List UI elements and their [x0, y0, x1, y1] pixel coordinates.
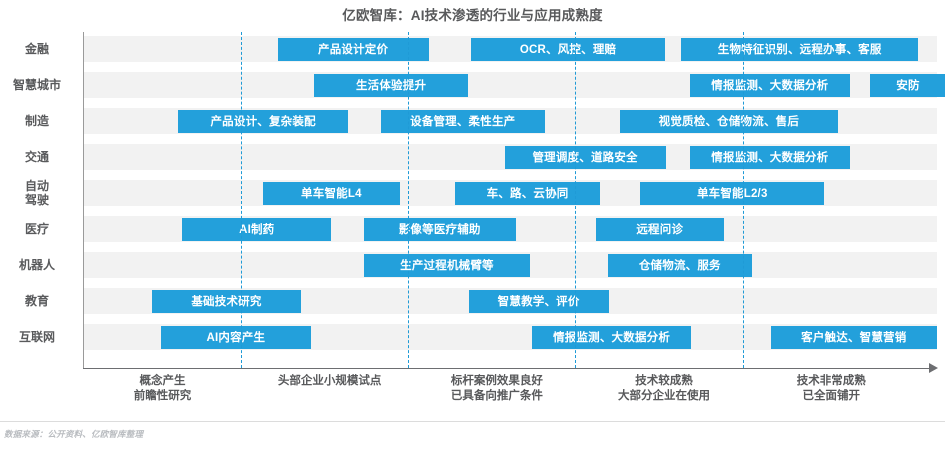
- stage-label-line: 大部分企业在使用: [618, 390, 711, 402]
- row-label-line: 制造: [24, 114, 49, 128]
- x-axis-arrow-icon: [929, 363, 938, 373]
- task-box[interactable]: 单车智能L4: [263, 181, 400, 205]
- task-box[interactable]: 车、路、云协同: [455, 181, 601, 205]
- row-label-line: 驾驶: [24, 193, 49, 207]
- stage-label-4: 技术较成熟大部分企业在使用: [584, 374, 744, 404]
- stage-label-line: 前瞻性研究: [133, 390, 192, 402]
- source-note: 数据来源：公开资料、亿欧智库整理: [4, 429, 144, 439]
- row-label-line: 机器人: [18, 258, 55, 272]
- stage-label-2: 头部企业小规模试点: [250, 374, 410, 389]
- zone-divider-1: [240, 32, 242, 368]
- task-box[interactable]: 远程问诊: [595, 217, 724, 241]
- task-box[interactable]: 单车智能L2/3: [640, 181, 825, 205]
- task-box[interactable]: 情报监测、大数据分析: [689, 73, 850, 97]
- task-box[interactable]: 生产过程机械臂等: [363, 253, 531, 277]
- task-box[interactable]: 仓储物流、服务: [607, 253, 752, 277]
- row-label-1: 金融: [0, 42, 74, 56]
- task-box[interactable]: OCR、风控、理赔: [471, 37, 665, 61]
- row-label-line: 互联网: [18, 330, 55, 344]
- row-label-line: 交通: [24, 150, 49, 164]
- y-axis-line: [83, 32, 84, 368]
- stage-label-5: 技术非常成熟已全面铺开: [751, 374, 911, 404]
- task-box[interactable]: 情报监测、大数据分析: [531, 325, 692, 349]
- page-title: 亿欧智库：AI技术渗透的行业与应用成熟度: [342, 8, 603, 23]
- row-label-4: 交通: [0, 150, 74, 164]
- task-box[interactable]: 设备管理、柔性生产: [380, 109, 545, 133]
- row-label-9: 互联网: [0, 330, 74, 344]
- task-box[interactable]: 产品设计、复杂装配: [177, 109, 349, 133]
- task-box[interactable]: 基础技术研究: [152, 289, 301, 313]
- row-label-7: 机器人: [0, 258, 74, 272]
- x-axis-line: [83, 368, 931, 369]
- zone-divider-3: [575, 32, 577, 368]
- stage-label-line: 技术非常成熟: [796, 375, 866, 387]
- stage-label-line: 标杆案例效果良好: [450, 375, 543, 387]
- stage-label-line: 技术较成熟: [635, 375, 693, 387]
- row-label-line: 金融: [24, 42, 49, 56]
- zone-divider-4: [742, 32, 744, 368]
- row-label-8: 教育: [0, 294, 74, 308]
- task-box[interactable]: 管理调度、道路安全: [504, 145, 666, 169]
- task-box[interactable]: 产品设计定价: [277, 37, 429, 61]
- stage-label-1: 概念产生前瞻性研究: [82, 374, 242, 404]
- stage-label-line: 已具备向推广条件: [450, 390, 543, 402]
- task-box[interactable]: 生物特征识别、远程办事、客服: [681, 37, 919, 61]
- row-label-2: 智慧城市: [0, 78, 74, 92]
- stage-label-3: 标杆案例效果良好已具备向推广条件: [417, 374, 577, 404]
- footer-divider: [0, 421, 945, 422]
- row-label-6: 医疗: [0, 222, 74, 236]
- task-box[interactable]: 情报监测、大数据分析: [689, 145, 850, 169]
- stage-label-line: 概念产生: [139, 375, 186, 387]
- task-box[interactable]: 安防: [870, 73, 945, 97]
- task-box[interactable]: 智慧教学、评价: [468, 289, 609, 313]
- task-box[interactable]: 视觉质检、仓储物流、售后: [619, 109, 839, 133]
- row-label-line: 教育: [24, 294, 49, 308]
- row-label-line: 医疗: [24, 222, 49, 236]
- task-box[interactable]: AI内容产生: [160, 325, 311, 349]
- stage-label-line: 已全面铺开: [802, 390, 860, 402]
- row-label-line: 智慧城市: [12, 78, 61, 92]
- row-label-line: 自动: [24, 179, 49, 193]
- task-box[interactable]: 生活体验提升: [314, 73, 468, 97]
- stage-label-line: 头部企业小规模试点: [277, 375, 382, 387]
- task-box[interactable]: 影像等医疗辅助: [363, 217, 516, 241]
- task-box[interactable]: AI制药: [182, 217, 332, 241]
- task-box[interactable]: 客户触达、智慧营销: [770, 325, 937, 349]
- row-label-3: 制造: [0, 114, 74, 128]
- zone-divider-2: [408, 32, 410, 368]
- row-label-5: 自动驾驶: [0, 179, 74, 207]
